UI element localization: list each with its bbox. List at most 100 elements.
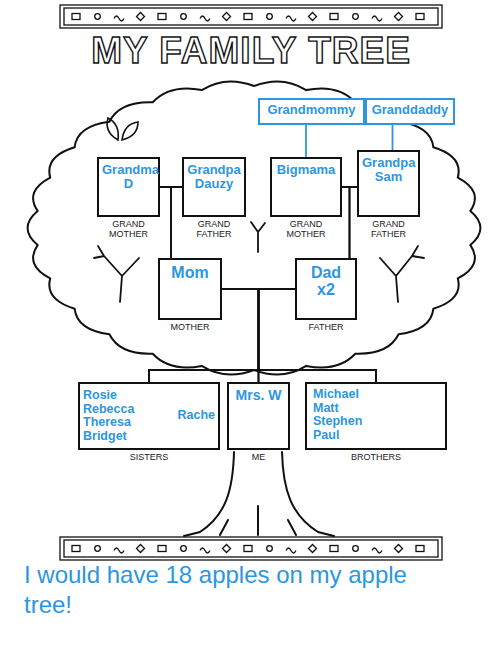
band-ornament: [200, 16, 210, 21]
family-line: [342, 187, 350, 258]
family-box: MomMOTHER: [158, 258, 222, 320]
box-frame: Grandmommy: [258, 98, 365, 125]
band-ornament: [286, 548, 296, 553]
name-text: Rosie Rebecca Theresa Bridget: [83, 389, 155, 443]
band-ornament: [137, 13, 145, 21]
band-ornament: [95, 546, 101, 552]
leaves: [107, 118, 138, 140]
relation-label: BROTHERS: [336, 453, 416, 463]
name-text: Grandmommy: [263, 103, 360, 117]
band-ornament: [330, 14, 338, 20]
name-text: Dad x2: [300, 264, 352, 299]
name-text: Bigmama: [275, 163, 337, 177]
family-line: [350, 187, 358, 258]
relation-label: GRAND MOTHER: [104, 220, 154, 240]
band-ornament: [244, 14, 252, 20]
family-line: [392, 125, 394, 150]
left-branch: [94, 246, 139, 302]
right-branch: [380, 246, 424, 302]
family-box: Grandpa DauzyGRAND FATHER: [182, 157, 246, 217]
band-ornament: [200, 548, 210, 553]
blue-family-box: Granddaddy: [365, 98, 455, 125]
band-ornament: [72, 14, 80, 20]
name-text: Mom: [163, 264, 217, 281]
leaf: [107, 118, 118, 140]
box-frame: Michael Matt Stephen Paul: [305, 382, 447, 450]
bottom-band-outer: [60, 537, 442, 560]
family-line: [305, 125, 307, 157]
band-ornament: [95, 14, 101, 20]
band-ornament: [267, 546, 273, 552]
band-ornament: [114, 16, 124, 21]
band-ornament: [416, 14, 424, 20]
bottom-band-inner: [64, 540, 438, 557]
name-text: Michael Matt Stephen Paul: [313, 388, 383, 442]
box-frame: Grandpa Sam: [357, 150, 420, 217]
name-text: Mrs. W: [232, 388, 285, 403]
family-line: [160, 187, 171, 258]
box-frame: Dad x2: [295, 258, 357, 320]
leaf: [122, 122, 138, 140]
box-frame: Rosie Rebecca Theresa BridgetRache: [78, 382, 220, 450]
box-frame: Grandma D: [97, 157, 160, 217]
band-ornament: [244, 546, 252, 552]
band-ornament: [395, 545, 403, 553]
top-band-inner: [64, 8, 438, 25]
band-ornament: [158, 14, 166, 20]
box-frame: Granddaddy: [365, 98, 455, 125]
title: MY FAMILY TREE: [0, 30, 502, 72]
band-ornament: [114, 548, 124, 553]
family-box: Grandpa SamGRAND FATHER: [357, 150, 420, 217]
relation-label: GRAND MOTHER: [281, 220, 331, 240]
box-frame: Bigmama: [270, 157, 342, 217]
band-ornament: [353, 546, 359, 552]
name-text: Granddaddy: [370, 103, 450, 117]
ornament-bands: [60, 5, 442, 560]
family-box: BigmamaGRAND MOTHER: [270, 157, 342, 217]
family-box: Michael Matt Stephen PaulBROTHERS: [305, 382, 447, 450]
band-ornament: [309, 13, 317, 21]
band-ornament: [181, 14, 187, 20]
band-ornament: [181, 546, 187, 552]
relation-label: GRAND FATHER: [364, 220, 414, 240]
band-ornament: [223, 545, 231, 553]
box-frame: Grandpa Dauzy: [182, 157, 246, 217]
band-ornament: [72, 546, 80, 552]
band-ornament: [286, 16, 296, 21]
band-ornament: [330, 546, 338, 552]
box-frame: Mrs. W: [227, 382, 290, 450]
band-ornament: [158, 546, 166, 552]
caption-note: I would have 18 apples on my apple tree!: [24, 560, 434, 620]
band-ornament: [309, 545, 317, 553]
middle-branch: [251, 222, 265, 252]
band-ornament: [395, 13, 403, 21]
family-line: [259, 289, 296, 382]
tree-trunk: [184, 452, 334, 536]
band-ornament: [353, 14, 359, 20]
family-line: [171, 187, 182, 258]
name-text: Grandma D: [102, 163, 155, 191]
tree-roots: [220, 506, 296, 535]
family-box: Dad x2FATHER: [295, 258, 357, 320]
name-text: Grandpa Sam: [362, 156, 415, 184]
blue-family-box: Grandmommy: [258, 98, 365, 125]
top-band-outer: [60, 5, 442, 28]
relation-label: MOTHER: [160, 323, 220, 333]
family-line: [222, 289, 259, 382]
tree-canopy: [28, 81, 481, 374]
family-box: Grandma DGRAND MOTHER: [97, 157, 160, 217]
relation-label: FATHER: [296, 323, 356, 333]
band-ornament: [267, 14, 273, 20]
band-ornament: [372, 16, 382, 21]
relation-label: SISTERS: [109, 453, 189, 463]
band-ornament: [137, 545, 145, 553]
name-text: Grandpa Dauzy: [187, 163, 241, 191]
box-frame: Mom: [158, 258, 222, 320]
family-box: Rosie Rebecca Theresa BridgetRacheSISTER…: [78, 382, 220, 450]
family-box: Mrs. WME: [227, 382, 290, 450]
relation-label: GRAND FATHER: [189, 220, 239, 240]
relation-label: ME: [234, 453, 284, 463]
band-ornament: [372, 548, 382, 553]
band-ornament: [416, 546, 424, 552]
